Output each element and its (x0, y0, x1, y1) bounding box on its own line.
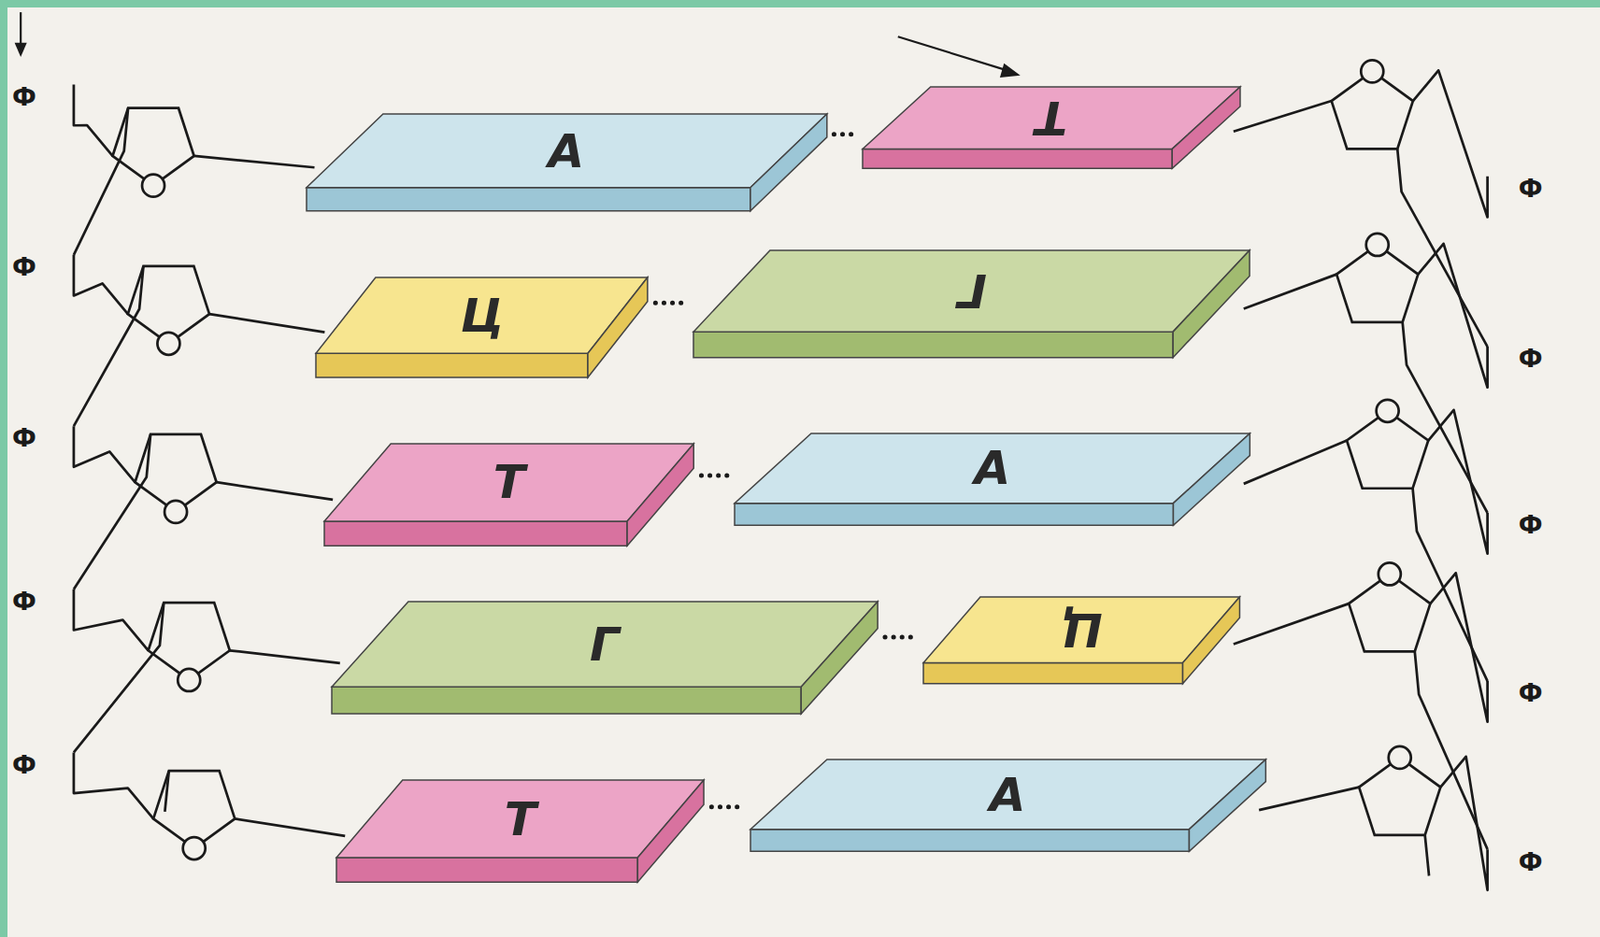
page-frame (0, 0, 1600, 8)
nucleotide-base: Т (324, 443, 694, 546)
phosphate-label: Ф (12, 255, 37, 280)
phosphate-label: Ф (1518, 850, 1543, 875)
base-letter: А (989, 771, 1027, 819)
nucleotide-base: Ц (923, 597, 1240, 685)
base-letter: Г (957, 267, 987, 315)
base-letter: Т (493, 458, 526, 506)
phosphate-label: Ф (12, 753, 37, 778)
phosphate-label: Ф (1518, 681, 1543, 706)
nucleotide-base: Г (693, 250, 1250, 358)
phosphate-label: Ф (12, 426, 37, 451)
base-letter: Т (504, 796, 537, 843)
base-letter: А (973, 444, 1011, 492)
nucleotide-base: Т (336, 780, 704, 883)
nucleotide-base: Г (331, 601, 878, 715)
nucleotide-base: А (306, 114, 828, 212)
base-letter: А (548, 128, 586, 175)
nucleotide-base: А (750, 759, 1266, 852)
base-letter: Ц (460, 292, 504, 340)
hydrogen-bond (655, 300, 686, 306)
nucleotide-base: Ц (315, 277, 648, 378)
base-letter: Ц (1059, 606, 1103, 654)
phosphate-label: Ф (12, 589, 37, 615)
phosphate-label: Ф (1518, 176, 1543, 201)
hydrogen-bond (885, 634, 916, 640)
nucleotide-base: А (734, 433, 1250, 526)
page-frame (0, 0, 8, 937)
phosphate-label: Ф (1518, 346, 1543, 372)
hydrogen-bond (833, 131, 855, 137)
base-letter: Г (589, 621, 620, 669)
hydrogen-bond (711, 804, 743, 810)
hydrogen-bond (700, 472, 728, 478)
base-letter: Т (1035, 94, 1068, 142)
phosphate-label: Ф (1518, 513, 1543, 538)
phosphate-label: Ф (12, 85, 37, 110)
nucleotide-base: Т (862, 86, 1241, 169)
